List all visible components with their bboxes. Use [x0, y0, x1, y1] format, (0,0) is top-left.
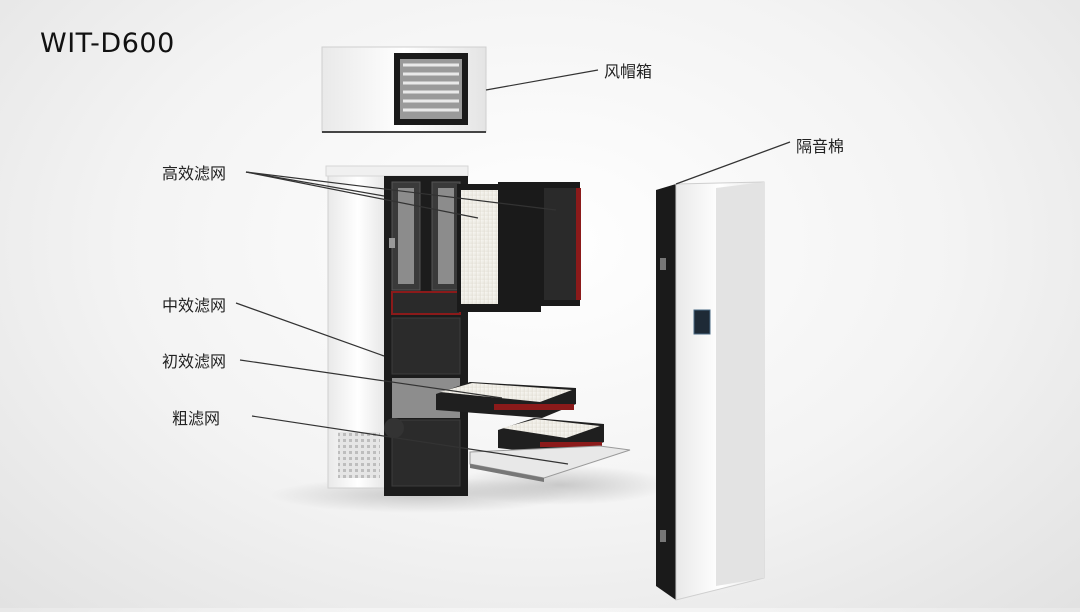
label-coarse-filter: 粗滤网: [172, 409, 221, 428]
leader-hepa-3: [245, 171, 557, 211]
acoustic-panel: [656, 181, 765, 601]
label-acoustic-foam: 隔音棉: [796, 137, 845, 156]
coarse-filter-tray: [469, 445, 631, 482]
leader-lines: [235, 69, 791, 465]
leader-medium: [235, 302, 385, 357]
leader-coarse: [251, 415, 569, 465]
label-primary-filter: 初效滤网: [162, 352, 227, 371]
hepa-filter-back: [498, 182, 581, 306]
label-hepa-filter: 高效滤网: [162, 164, 227, 183]
main-cabinet: [325, 165, 469, 496]
medium-filter-tray: [436, 382, 576, 418]
leader-acoustic: [675, 141, 791, 185]
leader-hood: [485, 69, 599, 91]
leader-primary: [239, 359, 503, 399]
page-title: WIT-D600: [40, 28, 175, 59]
label-hood-box: 风帽箱: [604, 62, 653, 81]
floor-shadow-tray: [450, 465, 670, 505]
primary-filter-tray: [498, 418, 604, 456]
leader-hepa-2: [245, 171, 479, 219]
label-medium-filter: 中效滤网: [162, 296, 227, 315]
hood-box: [321, 46, 487, 133]
